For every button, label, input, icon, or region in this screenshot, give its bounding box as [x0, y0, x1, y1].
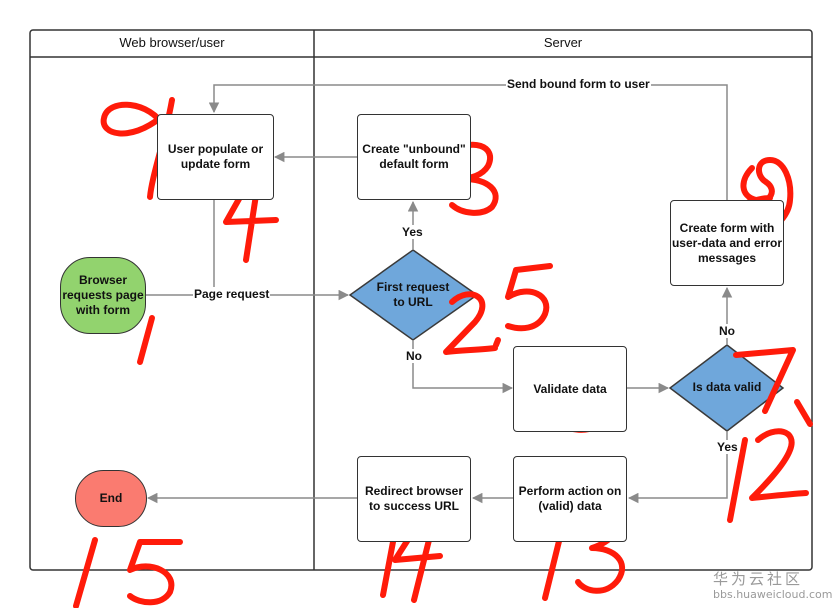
- decision-first-request-label: First request to URL: [376, 280, 450, 309]
- node-validate-data: Validate data: [513, 346, 627, 432]
- edge-label-yes-first: Yes: [401, 225, 424, 239]
- lane-header-server: Server: [543, 35, 583, 50]
- annotation-1: [137, 315, 155, 365]
- annotation-12: [727, 428, 809, 523]
- watermark-title: 华为云社区: [713, 570, 804, 588]
- edge-label-yes-valid: Yes: [716, 440, 739, 454]
- node-user-populate-form: User populate or update form: [157, 114, 274, 200]
- edge-yes-valid: [627, 431, 728, 504]
- node-create-form-with-errors: Create form with user-data and error mes…: [670, 200, 784, 286]
- terminal-end: End: [75, 470, 147, 527]
- annotation-5: [505, 263, 553, 332]
- annotation-7: [733, 347, 796, 414]
- lane-header-web-browser: Web browser/user: [119, 35, 225, 50]
- node-redirect-browser: Redirect browser to success URL: [357, 456, 471, 542]
- annotation-2: [443, 291, 498, 355]
- edge-label-send-bound-form: Send bound form to user: [506, 77, 651, 91]
- annotation-15: [73, 537, 183, 608]
- annotation-dot: [493, 337, 501, 348]
- edge-label-page-request: Page request: [193, 287, 271, 301]
- edge-label-no-first: No: [405, 349, 423, 363]
- terminal-browser-requests: Browser requests page with form: [60, 257, 146, 334]
- edge-label-no-valid: No: [718, 324, 736, 338]
- node-create-unbound-form: Create "unbound" default form: [357, 114, 471, 200]
- watermark-url: bbs.huaweicloud.com: [713, 588, 833, 601]
- edge-send-bound-form: [208, 84, 728, 200]
- node-perform-action: Perform action on (valid) data: [513, 456, 627, 542]
- decision-is-data-valid-label: Is data valid: [692, 380, 762, 394]
- annotation-comma: [794, 399, 813, 427]
